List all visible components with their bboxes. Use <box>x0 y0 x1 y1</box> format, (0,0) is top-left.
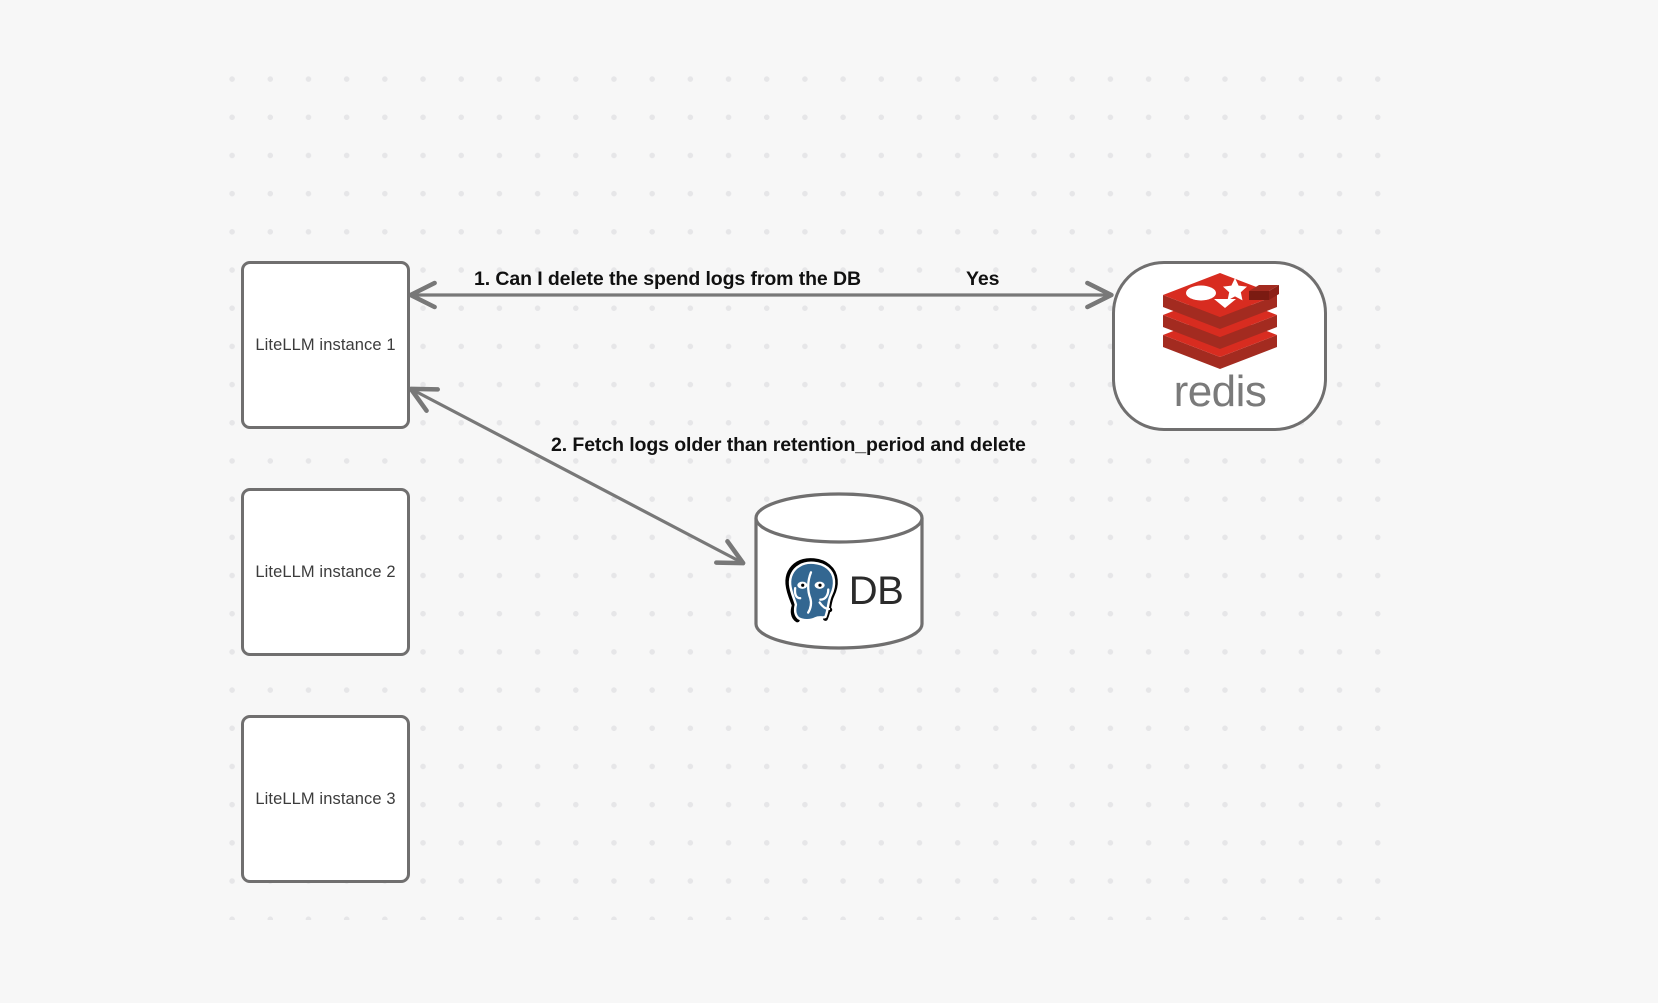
redis-wordmark: redis <box>1173 370 1266 416</box>
node-litellm-instance-3[interactable]: LiteLLM instance 3 <box>241 715 410 883</box>
redis-logo-icon <box>1162 272 1279 369</box>
node-litellm-instance-1[interactable]: LiteLLM instance 1 <box>241 261 410 429</box>
database-label: DB <box>848 569 904 613</box>
node-redis[interactable]: redis <box>1112 261 1327 431</box>
svg-text:redis: redis <box>1173 370 1266 416</box>
redis-logo-group: redis <box>1157 272 1283 416</box>
edge-label-step-2: 2. Fetch logs older than retention_perio… <box>551 434 1026 456</box>
edge-instance1-database <box>408 386 746 566</box>
node-database[interactable]: DB <box>753 492 925 650</box>
node-label: LiteLLM instance 2 <box>255 562 396 581</box>
postgresql-elephant-icon <box>785 558 838 623</box>
database-logo-group: DB <box>753 512 925 670</box>
node-litellm-instance-2[interactable]: LiteLLM instance 2 <box>241 488 410 656</box>
node-label: LiteLLM instance 3 <box>255 789 396 808</box>
edge-label-step-1-reply: Yes <box>966 268 1000 290</box>
edge-label-step-1: 1. Can I delete the spend logs from the … <box>474 268 861 290</box>
node-label: LiteLLM instance 1 <box>255 335 396 354</box>
